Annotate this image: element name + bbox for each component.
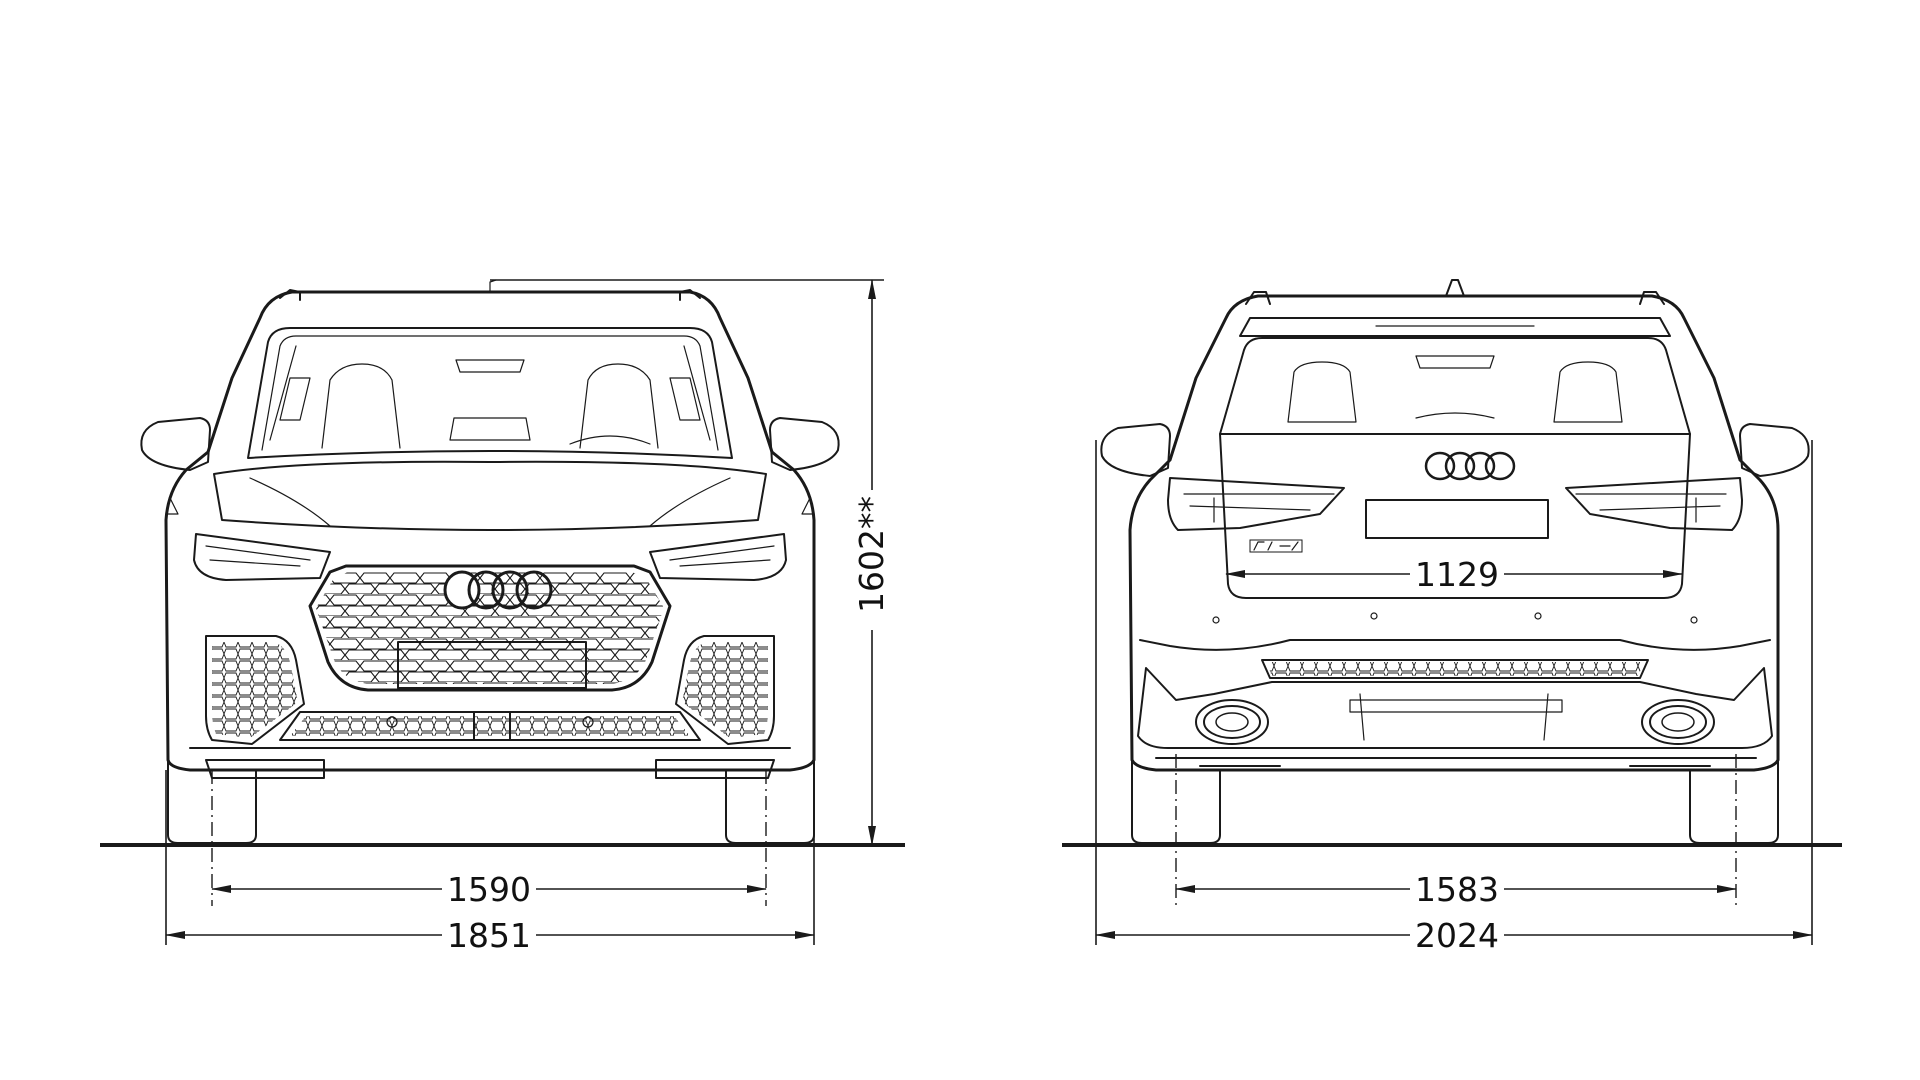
front-roof-rail-right [679, 289, 701, 301]
right-headlight [649, 533, 787, 581]
front-height-label: 1602** [852, 496, 891, 613]
rear-roof-rail-right [1639, 291, 1665, 305]
grille-hexagon-mesh [316, 572, 664, 684]
front-grille [308, 564, 672, 692]
model-badge [1249, 539, 1303, 553]
rear-window [1219, 337, 1691, 435]
four-rings-logo-front [443, 570, 553, 610]
rear-left-tyre [1131, 759, 1221, 844]
front-license-plate [397, 641, 587, 689]
rear-right-side-mirror [1739, 423, 1810, 477]
left-seat [321, 363, 401, 449]
rear-track-label: 1583 [1415, 870, 1499, 909]
left-headlight [193, 533, 331, 581]
rear-dimensions: 1129 1583 2024 [1095, 440, 1813, 955]
front-view-car [140, 279, 840, 844]
rear-diffuser [1137, 667, 1773, 749]
rear-boot-opening-label: 1129 [1415, 555, 1499, 594]
rear-bumper [1139, 639, 1771, 651]
windshield [247, 327, 733, 459]
rear-view-car [1100, 279, 1810, 844]
left-exhaust [1195, 699, 1269, 745]
front-track-label: 1590 [447, 870, 531, 909]
roof-antenna [1445, 279, 1465, 297]
left-air-intake [205, 635, 305, 745]
rear-license-plate [1365, 499, 1549, 539]
rear-left-side-mirror [1100, 423, 1171, 477]
tailgate [1219, 433, 1691, 599]
front-roof-rail-left [279, 289, 301, 301]
left-tail-light [1167, 477, 1345, 531]
right-air-intake [675, 635, 775, 745]
left-side-mirror [140, 417, 211, 471]
front-width-label: 1851 [447, 916, 531, 955]
rear-roof-rail-left [1245, 291, 1271, 305]
rear-mirror-width-label: 2024 [1415, 916, 1499, 955]
right-tail-light [1565, 477, 1743, 531]
front-lower-bumper [279, 711, 701, 741]
hood [213, 460, 767, 531]
front-dimensions: 1602** 1590 1851 [165, 279, 894, 955]
front-body-outline [164, 290, 816, 772]
right-side-mirror [769, 417, 840, 471]
rear-body-outline [1128, 294, 1780, 772]
rear-view-mirror [455, 359, 525, 373]
right-exhaust [1641, 699, 1715, 745]
right-seat [579, 363, 659, 449]
rear-right-tyre [1689, 759, 1779, 844]
rear-spoiler [1239, 317, 1671, 337]
four-rings-logo-rear [1424, 451, 1516, 481]
